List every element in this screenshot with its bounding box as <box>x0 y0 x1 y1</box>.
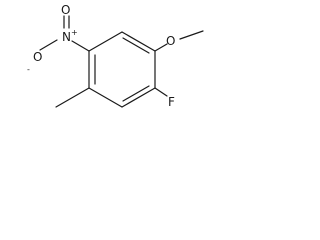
ring-double-bond-c1-c2 <box>122 37 150 54</box>
fluoro-group: F <box>154 87 175 109</box>
bond-ring-to-methyl <box>55 87 90 108</box>
bond-methoxy-o-to-methyl <box>179 30 204 40</box>
ring-bond-c6-c1 <box>88 31 123 52</box>
ring-bond-c4-c5 <box>88 87 123 108</box>
charge-label-nitro-n: + <box>71 28 78 37</box>
atom-label-methoxy-o: O <box>166 34 175 48</box>
ring-bond-c1-c2 <box>121 31 156 52</box>
atom-label-nitro-n: N <box>62 30 71 44</box>
methyl-group <box>55 87 90 108</box>
charge-label-nitro-o-single: - <box>27 65 30 74</box>
ring-bond-c3-c4 <box>121 87 156 108</box>
chemical-structure-diagram: N + O O - O F <box>27 3 204 109</box>
bond-ring-to-nitro-n <box>71 40 90 52</box>
methoxy-group: O <box>154 30 204 52</box>
nitro-group: N + O O - <box>27 3 90 74</box>
bond-ring-to-methoxy-o <box>154 43 168 52</box>
atom-label-nitro-o-double: O <box>61 3 70 17</box>
bond-ring-to-fluoro-f <box>154 87 168 97</box>
atom-label-nitro-o-single: O <box>33 50 42 64</box>
benzene-ring <box>88 31 156 108</box>
atom-label-fluoro-f: F <box>168 95 175 109</box>
bond-nitro-n-o-single <box>39 39 58 51</box>
ring-double-bond-c3-c4 <box>122 85 150 102</box>
